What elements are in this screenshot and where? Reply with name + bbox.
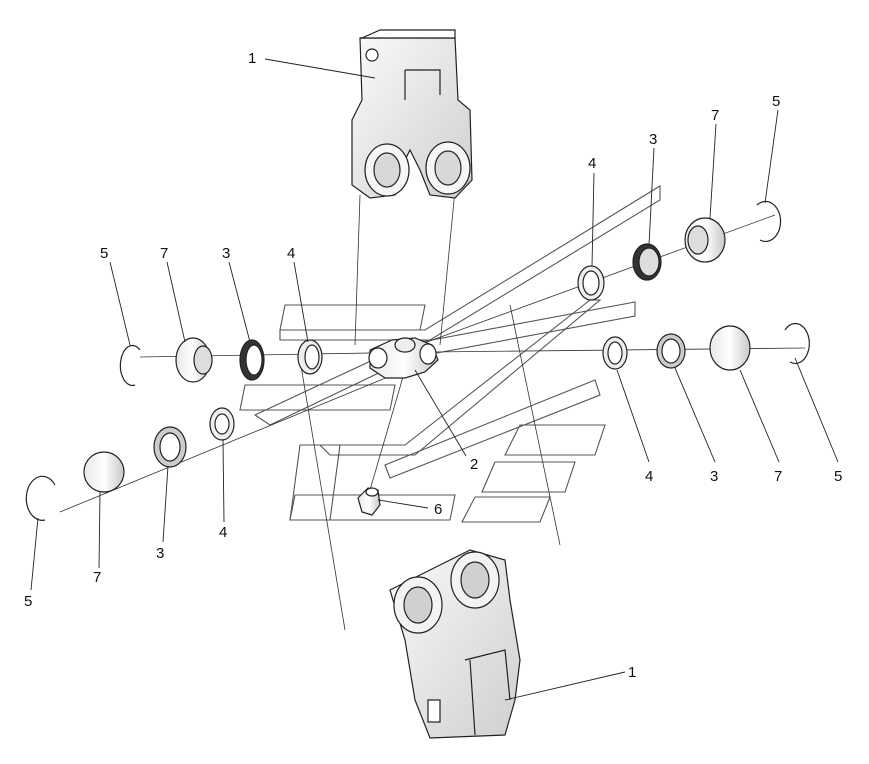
leader-lines xyxy=(30,58,839,701)
label-left-upper-ring: 4 xyxy=(287,245,295,262)
label-left-lower-ring: 4 xyxy=(219,524,227,541)
bottom-yoke xyxy=(389,549,521,739)
label-left-lower-cap: 7 xyxy=(93,569,101,586)
label-left-upper-circlip: 5 xyxy=(100,245,108,262)
label-right-lower-ring: 4 xyxy=(645,468,653,485)
label-right-lower-seal: 3 xyxy=(710,468,718,485)
label-right-lower-cap: 7 xyxy=(774,468,782,485)
top-yoke xyxy=(351,29,473,199)
label-right-upper-seal: 3 xyxy=(649,131,657,148)
label-right-upper-circlip: 5 xyxy=(772,93,780,110)
cross-spider xyxy=(368,337,439,379)
label-right-lower-circlip: 5 xyxy=(834,468,842,485)
callout-labels: 1 1 2 6 5 7 3 4 5 7 3 4 4 3 7 5 4 3 7 5 xyxy=(24,50,842,681)
label-spider: 2 xyxy=(470,456,478,473)
right-lower-parts xyxy=(602,322,810,371)
left-upper-parts xyxy=(119,337,323,387)
right-upper-parts xyxy=(577,200,782,301)
label-left-upper-seal: 3 xyxy=(222,245,230,262)
label-left-upper-cap: 7 xyxy=(160,245,168,262)
label-bottom-yoke: 1 xyxy=(628,664,636,681)
left-lower-parts xyxy=(25,407,235,521)
label-right-upper-cap: 7 xyxy=(711,107,719,124)
grease-nipple xyxy=(357,487,381,516)
label-grease-fitting: 6 xyxy=(434,501,442,518)
label-right-upper-ring: 4 xyxy=(588,155,596,172)
label-left-lower-circlip: 5 xyxy=(24,593,32,610)
label-top-yoke: 1 xyxy=(248,50,256,67)
label-left-lower-seal: 3 xyxy=(156,545,164,562)
